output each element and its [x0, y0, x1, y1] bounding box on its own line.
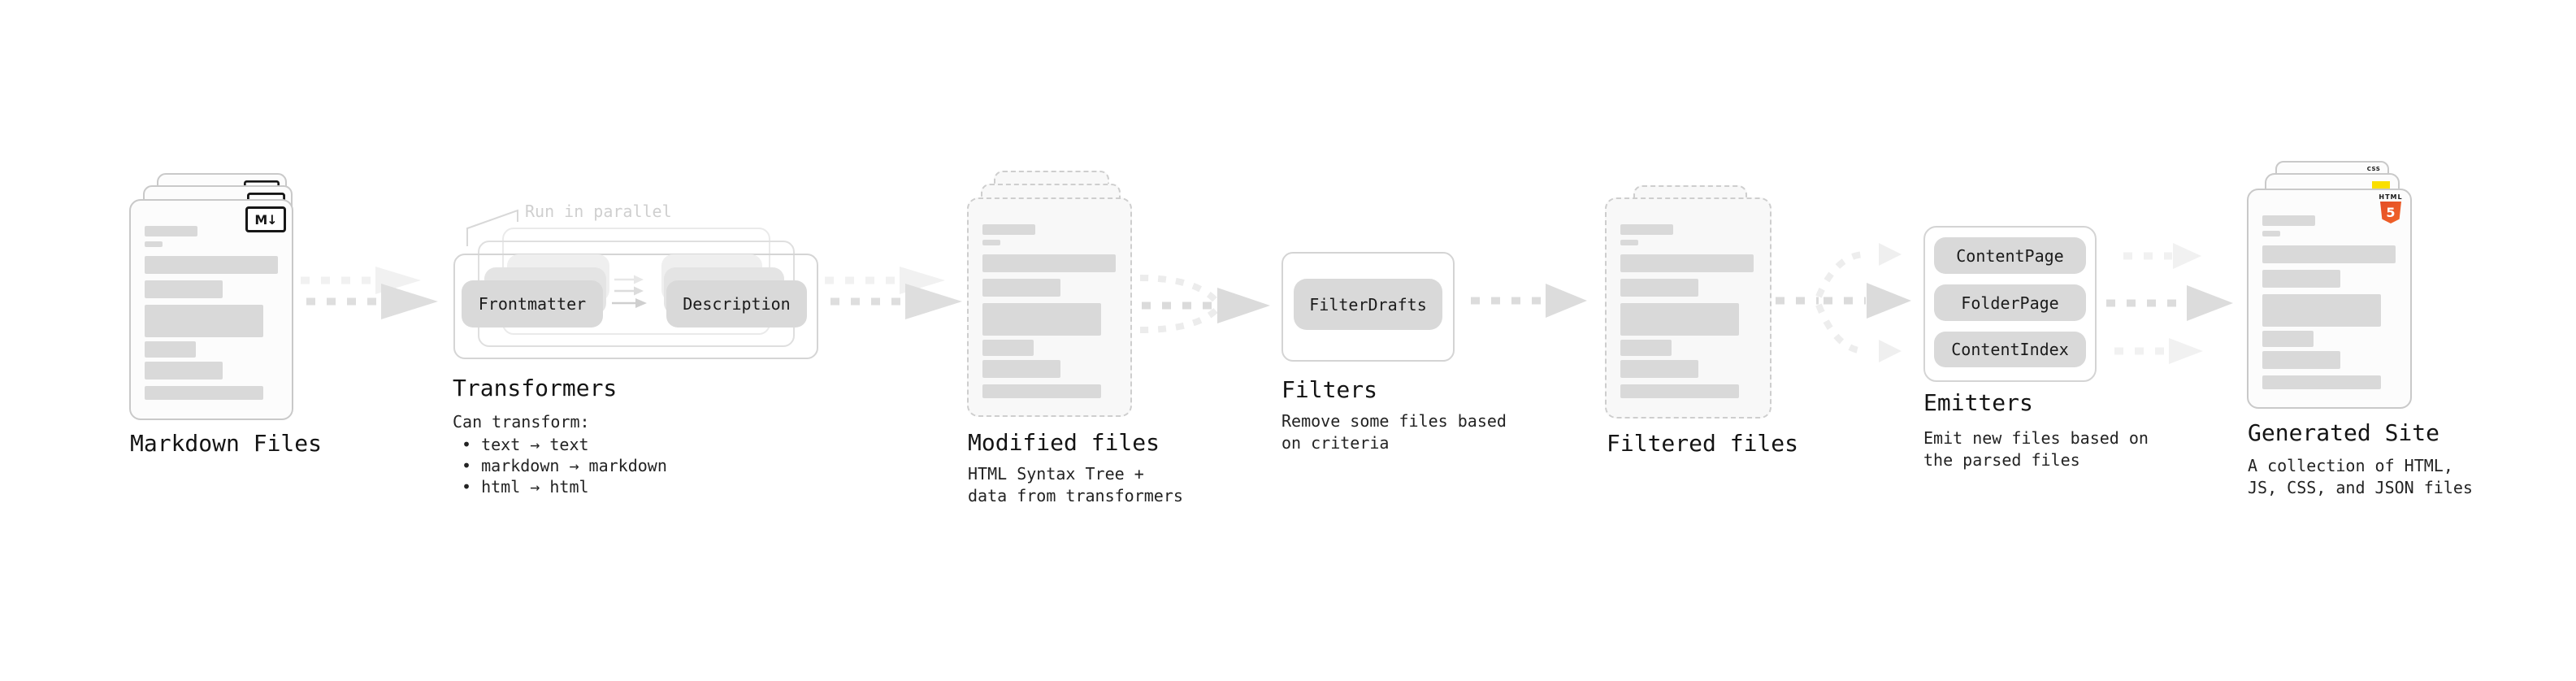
- transformers-label: Transformers: [453, 375, 618, 401]
- text-placeholder-bar: [982, 224, 1035, 235]
- transform-bullet: • markdown → markdown: [462, 456, 667, 475]
- text-placeholder-bar: [2262, 294, 2381, 327]
- text-placeholder-bar: [1620, 224, 1673, 235]
- text-placeholder-bar: [1620, 340, 1672, 356]
- text-placeholder-bar: [1620, 303, 1739, 336]
- emitters-note: Emit new files based on the parsed files: [1923, 428, 2149, 470]
- flow-arrow-filtered-to-emitters: [1776, 243, 1911, 362]
- text-placeholder-bar: [2262, 270, 2340, 288]
- text-placeholder-bar: [145, 241, 163, 247]
- emitter-contentindex-button: ContentIndex: [1934, 332, 2086, 367]
- text-placeholder-bar: [1620, 384, 1739, 398]
- text-placeholder-bar: [982, 279, 1060, 297]
- text-placeholder-bar: [1620, 360, 1698, 378]
- html5-icon-word: HTML: [2379, 193, 2403, 201]
- text-placeholder-bar: [145, 280, 223, 298]
- text-placeholder-bar: [982, 340, 1034, 356]
- markdown-files-label: Markdown Files: [130, 430, 323, 457]
- js-file-icon: [2372, 181, 2390, 189]
- run-in-parallel-annotation: Run in parallel: [525, 202, 672, 221]
- text-placeholder-bar: [2262, 375, 2381, 389]
- transformer-step-arrows: [612, 275, 647, 308]
- flow-arrow-markdown-to-transformers: [301, 267, 438, 319]
- text-placeholder-bar: [145, 256, 278, 274]
- transformer-frontmatter-button: Frontmatter: [462, 280, 603, 327]
- flow-arrow-modified-to-filters: [1139, 275, 1270, 333]
- text-placeholder-bar: [145, 305, 263, 337]
- flow-arrow-emitters-to-site: [2106, 243, 2233, 364]
- markdown-file-card-front: M↓: [129, 199, 293, 420]
- site-file-card-html: HTML 5: [2247, 189, 2412, 409]
- text-placeholder-bar: [2262, 215, 2315, 226]
- transform-bullet: • html → html: [462, 477, 589, 497]
- transformer-run-container-front: [453, 254, 818, 359]
- text-placeholder-bar: [1620, 254, 1754, 272]
- html5-icon: HTML 5: [2378, 193, 2404, 223]
- text-placeholder-bar: [2262, 331, 2314, 347]
- flow-arrow-filters-to-filtered: [1471, 284, 1587, 318]
- modified-file-card-front: [967, 197, 1132, 417]
- html5-icon-shield: 5: [2380, 202, 2401, 223]
- filtered-files-label: Filtered files: [1607, 430, 1799, 457]
- text-placeholder-bar: [982, 254, 1116, 272]
- transformers-bullet-list: • text → text • markdown → markdown • ht…: [462, 434, 667, 497]
- text-placeholder-bar: [982, 384, 1101, 398]
- html5-icon-number: 5: [2386, 205, 2396, 220]
- filter-drafts-button: FilterDrafts: [1294, 279, 1442, 330]
- text-placeholder-bar: [145, 341, 196, 358]
- text-placeholder-bar: [2262, 351, 2340, 369]
- emitter-folderpage-button: FolderPage: [1934, 284, 2086, 321]
- text-placeholder-bar: [1620, 279, 1698, 297]
- modified-files-note: HTML Syntax Tree + data from transformer…: [968, 464, 1183, 505]
- text-placeholder-bar: [145, 362, 223, 380]
- text-placeholder-bar: [982, 303, 1101, 336]
- transformers-note-title: Can transform:: [453, 412, 590, 432]
- text-placeholder-bar: [1620, 240, 1638, 245]
- generated-site-note: A collection of HTML, JS, CSS, and JSON …: [2248, 456, 2473, 497]
- text-placeholder-bar: [2262, 231, 2280, 236]
- filters-note: Remove some files based on criteria: [1281, 411, 1507, 453]
- transform-bullet: • text → text: [462, 435, 589, 454]
- css-icon-text: CSS: [2366, 166, 2381, 172]
- transformer-description-button: Description: [666, 280, 807, 327]
- modified-files-label: Modified files: [968, 429, 1160, 456]
- text-placeholder-bar: [145, 226, 197, 236]
- text-placeholder-bar: [982, 240, 1000, 245]
- emitter-contentpage-button: ContentPage: [1934, 237, 2086, 274]
- markdown-icon: M↓: [245, 206, 286, 232]
- text-placeholder-bar: [145, 386, 263, 400]
- flow-arrow-transformers-to-modified: [825, 267, 962, 319]
- text-placeholder-bar: [2262, 245, 2396, 263]
- generated-site-label: Generated Site: [2248, 419, 2440, 446]
- text-placeholder-bar: [982, 360, 1060, 378]
- emitters-label: Emitters: [1923, 389, 2033, 416]
- annotation-leader-line: [466, 209, 518, 246]
- markdown-icon-text: M↓: [254, 211, 277, 228]
- filters-label: Filters: [1281, 376, 1378, 403]
- filtered-file-card-front: [1605, 197, 1772, 419]
